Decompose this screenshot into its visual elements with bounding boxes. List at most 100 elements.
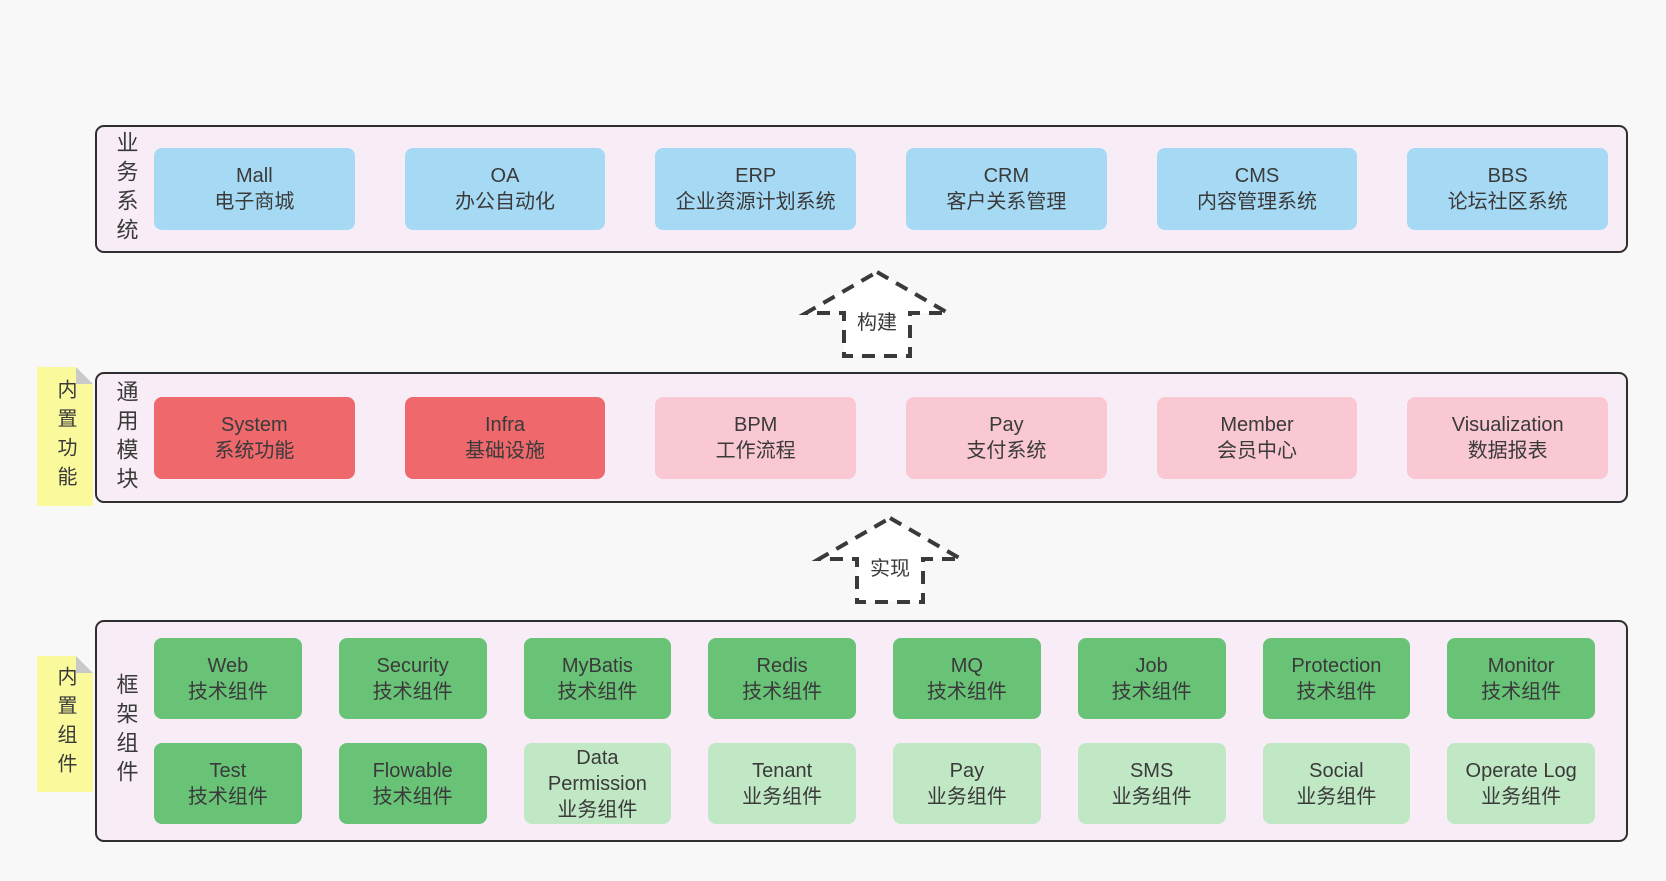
box-subtitle: 会员中心 bbox=[1217, 439, 1298, 462]
sticky-note-built-in-components: 内置组件 bbox=[37, 656, 93, 792]
box-subtitle: 业务组件 bbox=[1111, 785, 1192, 808]
box-name: Visualization bbox=[1451, 413, 1564, 436]
box-subtitle: 业务组件 bbox=[557, 798, 638, 821]
panel-components-label: 框架组件 bbox=[97, 622, 154, 840]
box-subtitle: 系统功能 bbox=[214, 439, 295, 462]
diagram-box: CMS 内容管理系统 bbox=[1156, 148, 1358, 230]
sticky-note-built-in-features: 内置功能 bbox=[37, 367, 93, 506]
box-name: Member bbox=[1220, 413, 1294, 436]
box-subtitle: 技术组件 bbox=[187, 785, 268, 808]
box-subtitle: 技术组件 bbox=[557, 680, 638, 703]
diagram-box: Protection 技术组件 bbox=[1262, 638, 1411, 719]
box-subtitle: 技术组件 bbox=[187, 680, 268, 703]
note-text: 内置组件 bbox=[54, 666, 76, 782]
diagram-box: Social 业务组件 bbox=[1262, 743, 1411, 824]
arrow-build-label: 构建 bbox=[854, 306, 900, 335]
diagram-box: Job 技术组件 bbox=[1077, 638, 1226, 719]
box-name: System bbox=[220, 413, 288, 436]
panel-label-text: 框架组件 bbox=[113, 673, 139, 789]
panel-label-text: 通用模块 bbox=[113, 379, 139, 496]
diagram-box: Security 技术组件 bbox=[338, 638, 487, 719]
box-subtitle: 业务组件 bbox=[1481, 785, 1562, 808]
diagram-box: Tenant 业务组件 bbox=[708, 743, 856, 824]
box-name: Protection bbox=[1291, 654, 1382, 677]
business-boxes-row: Mall 电子商城 OA 办公自动化 ERP 企业资源计划系统 CRM 客户关系… bbox=[154, 148, 1626, 230]
box-name: Pay bbox=[949, 759, 985, 782]
diagram-box: Infra 基础设施 bbox=[404, 396, 606, 479]
box-name: Test bbox=[209, 759, 247, 782]
box-subtitle: 基础设施 bbox=[465, 439, 545, 462]
panel-framework-components: 框架组件 Web 技术组件 Security 技术组件 MyBatis 技术组件 bbox=[95, 620, 1628, 842]
diagram-box: Flowable 技术组件 bbox=[338, 743, 487, 824]
diagram-box: Visualization 数据报表 bbox=[1407, 396, 1609, 479]
box-name: Data Permission bbox=[547, 746, 647, 795]
box-name: Tenant bbox=[752, 759, 813, 782]
box-subtitle: 电子商城 bbox=[214, 191, 295, 213]
diagram-box: ERP 企业资源计划系统 bbox=[655, 148, 857, 230]
box-subtitle: 办公自动化 bbox=[455, 191, 555, 213]
modules-boxes-row: System 系统功能 Infra 基础设施 BPM 工作流程 Pay 支付系统 bbox=[154, 396, 1626, 479]
diagram-box: SMS 业务组件 bbox=[1077, 743, 1226, 824]
diagram-box: MyBatis 技术组件 bbox=[523, 638, 672, 719]
diagram-box: Pay 支付系统 bbox=[906, 396, 1107, 479]
note-fold-corner-icon bbox=[76, 367, 93, 384]
box-name: CRM bbox=[983, 165, 1030, 187]
box-name: OA bbox=[490, 165, 520, 187]
box-subtitle: 业务组件 bbox=[926, 785, 1007, 808]
box-name: BBS bbox=[1487, 165, 1528, 187]
diagram-box: BPM 工作流程 bbox=[655, 396, 857, 479]
box-subtitle: 技术组件 bbox=[742, 680, 823, 703]
box-subtitle: 数据报表 bbox=[1467, 439, 1548, 462]
box-subtitle: 内容管理系统 bbox=[1197, 191, 1318, 213]
box-name: Mall bbox=[236, 165, 273, 187]
box-subtitle: 技术组件 bbox=[1296, 680, 1377, 703]
box-subtitle: 业务组件 bbox=[742, 785, 823, 808]
diagram-box: Monitor 技术组件 bbox=[1447, 638, 1595, 719]
arrow-up-implement: 实现 bbox=[805, 514, 975, 606]
box-subtitle: 论坛社区系统 bbox=[1447, 191, 1568, 213]
diagram-box: OA 办公自动化 bbox=[404, 148, 606, 230]
box-subtitle: 企业资源计划系统 bbox=[675, 191, 836, 213]
box-subtitle: 支付系统 bbox=[966, 439, 1047, 462]
diagram-box: Pay 业务组件 bbox=[893, 743, 1041, 824]
box-name: Operate Log bbox=[1465, 759, 1577, 782]
box-name: Web bbox=[207, 654, 249, 677]
diagram-box: Test 技术组件 bbox=[154, 743, 302, 824]
box-name: MQ bbox=[950, 654, 983, 677]
diagram-box: Operate Log 业务组件 bbox=[1447, 743, 1595, 824]
box-name: Flowable bbox=[372, 759, 453, 782]
box-name: Pay bbox=[989, 413, 1024, 436]
panel-common-modules: 通用模块 System 系统功能 Infra 基础设施 BPM 工作流程 bbox=[95, 372, 1628, 503]
diagram-box: System 系统功能 bbox=[154, 396, 355, 479]
panel-modules-label: 通用模块 bbox=[97, 374, 154, 501]
diagram-box: Redis 技术组件 bbox=[708, 638, 856, 719]
diagram-box: Mall 电子商城 bbox=[154, 148, 355, 230]
box-name: MyBatis bbox=[561, 654, 633, 677]
diagram-box: BBS 论坛社区系统 bbox=[1407, 148, 1609, 230]
note-text: 内置功能 bbox=[54, 378, 76, 495]
diagram-box: Member 会员中心 bbox=[1156, 396, 1358, 479]
box-subtitle: 技术组件 bbox=[372, 785, 453, 808]
note-fold-corner-icon bbox=[76, 656, 93, 673]
panel-label-text: 业务系统 bbox=[113, 131, 139, 247]
box-name: SMS bbox=[1129, 759, 1174, 782]
arrow-implement-label: 实现 bbox=[867, 552, 913, 581]
panel-business-systems: 业务系统 Mall 电子商城 OA 办公自动化 ERP 企业资源计划系统 bbox=[95, 125, 1628, 253]
box-name: Monitor bbox=[1487, 654, 1555, 677]
box-name: Infra bbox=[484, 413, 526, 436]
box-subtitle: 技术组件 bbox=[372, 680, 453, 703]
components-boxes-row-2: Test 技术组件 Flowable 技术组件 Data Permission … bbox=[154, 743, 1626, 824]
box-subtitle: 技术组件 bbox=[1481, 680, 1562, 703]
panel-business-label: 业务系统 bbox=[97, 127, 154, 251]
box-subtitle: 技术组件 bbox=[926, 680, 1007, 703]
box-subtitle: 工作流程 bbox=[715, 439, 796, 462]
box-name: Job bbox=[1135, 654, 1168, 677]
arrow-up-build: 构建 bbox=[792, 268, 962, 360]
box-name: Security bbox=[376, 654, 449, 677]
box-name: Social bbox=[1309, 759, 1364, 782]
diagram-box: Data Permission 业务组件 bbox=[523, 743, 672, 824]
box-name: CMS bbox=[1234, 165, 1280, 187]
box-name: Redis bbox=[756, 654, 808, 677]
components-boxes-row-1: Web 技术组件 Security 技术组件 MyBatis 技术组件 Redi… bbox=[154, 638, 1626, 719]
